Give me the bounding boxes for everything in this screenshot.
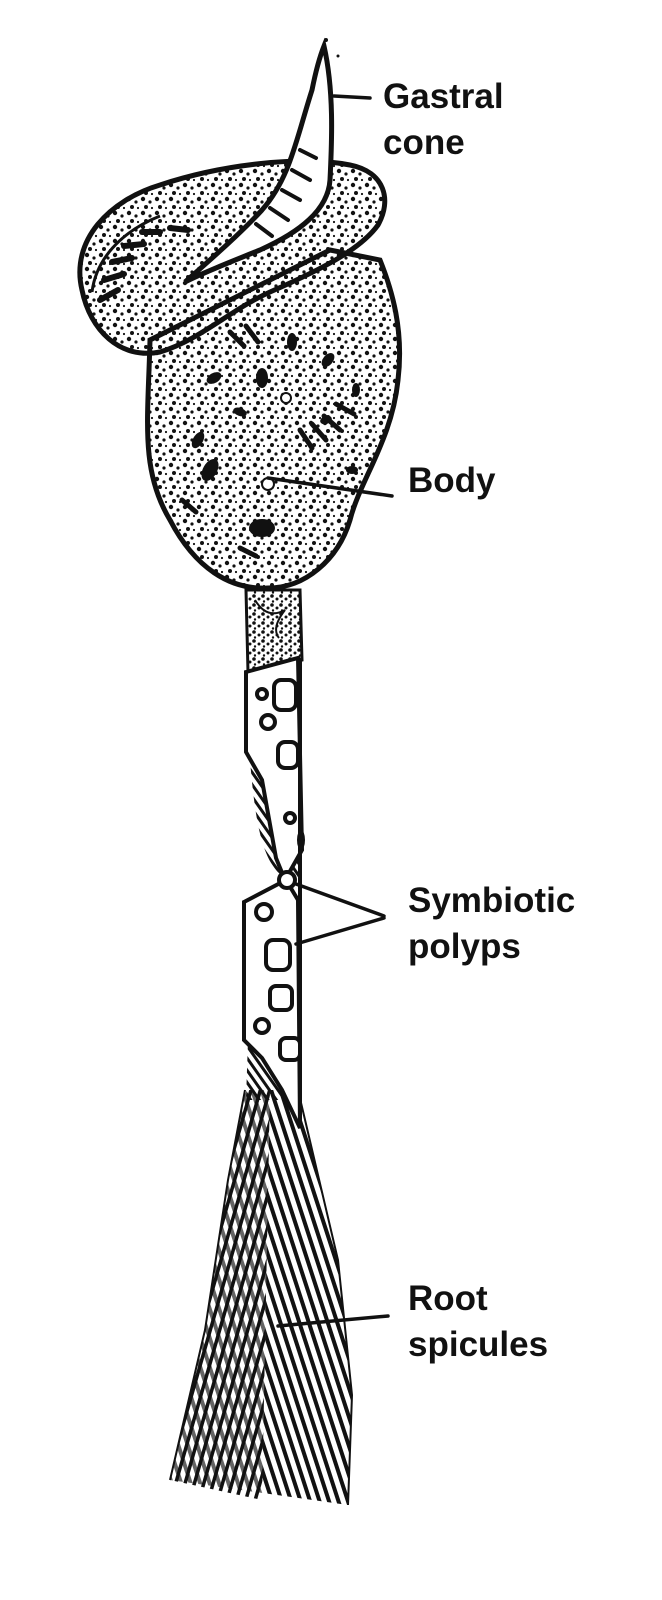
leader-gastral-cone bbox=[332, 94, 372, 100]
label-gastral-cone: Gastral cone bbox=[383, 74, 504, 166]
label-gastral-cone-line1: Gastral bbox=[383, 77, 504, 116]
leader-body bbox=[266, 476, 394, 498]
label-symbiotic-polyps: Symbiotic polyps bbox=[408, 878, 575, 970]
label-body: Body bbox=[408, 458, 496, 504]
body-drawing bbox=[145, 247, 403, 591]
leader-polyps-lower bbox=[294, 916, 386, 946]
leader-lines bbox=[266, 94, 394, 1328]
label-root-spicules-line2: spicules bbox=[408, 1325, 549, 1364]
label-symbiotic-polyps-line2: polyps bbox=[408, 927, 521, 966]
label-root-spicules-line1: Root bbox=[408, 1279, 488, 1318]
label-body-line1: Body bbox=[408, 461, 496, 500]
gastral-cone-drawing bbox=[183, 37, 340, 285]
polyp-band-drawing bbox=[242, 655, 305, 1129]
label-gastral-cone-line2: cone bbox=[383, 123, 465, 162]
root-spicules-drawing bbox=[169, 1089, 354, 1506]
leader-root-spicules bbox=[276, 1314, 390, 1328]
leader-polyps-upper bbox=[294, 882, 386, 918]
label-symbiotic-polyps-line1: Symbiotic bbox=[408, 881, 576, 920]
label-root-spicules: Root spicules bbox=[408, 1276, 548, 1368]
